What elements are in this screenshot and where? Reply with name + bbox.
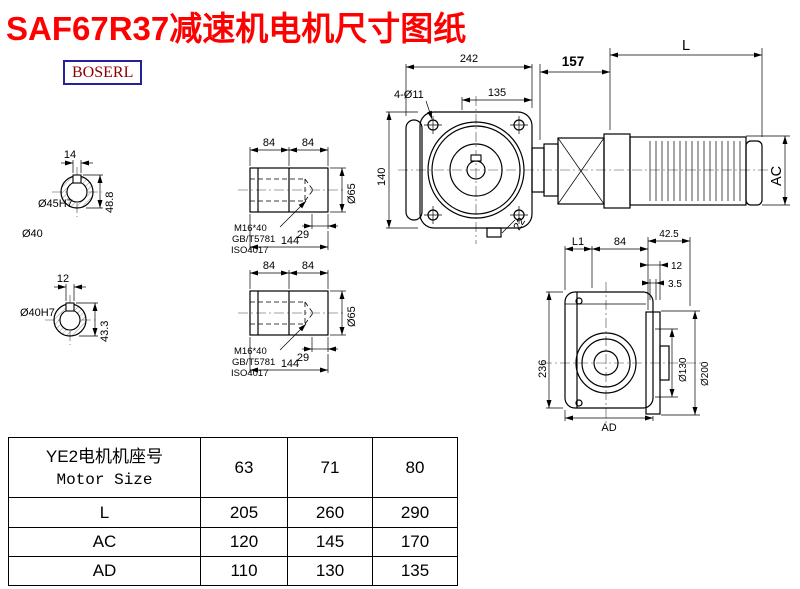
header-motor-size-cn: YE2电机机座号 — [45, 447, 164, 467]
thread-std-iso-1: ISO4017 — [231, 245, 269, 256]
dim-42-5: 42.5 — [659, 229, 679, 240]
shaft-end-view-2: 12 Ø40H7 43.3 — [20, 273, 111, 345]
dim-flange-width: 135 — [488, 87, 506, 99]
dim-len-total-1: 144 — [281, 235, 299, 247]
thread-callout-1: M16*40 — [234, 223, 267, 234]
dim-len-b-1: 84 — [302, 137, 314, 149]
table-row-AD: AD 110 130 135 — [8, 556, 458, 586]
row-AC-label: AC — [8, 527, 201, 557]
thread-std-iso-2: ISO4017 — [231, 368, 269, 379]
row-L-value-80: 290 — [372, 497, 458, 528]
hollow-shaft-view-1: 84 84 29 144 Ø65 M16*40 GB/T5781 ISO4017 — [231, 137, 358, 256]
frame-size-80: 80 — [372, 437, 458, 498]
row-L-value-63: 205 — [200, 497, 288, 528]
dim-len-total-2: 144 — [281, 358, 299, 370]
header-motor-size-en: Motor Size — [56, 470, 153, 489]
thread-callout-2: M16*40 — [234, 346, 267, 357]
header-motor-size-cell: YE2电机机座号 Motor Size — [8, 437, 201, 498]
thread-std-gb-1: GB/T5781 — [232, 234, 275, 245]
row-AD-value-71: 130 — [287, 556, 373, 586]
dim-side-84: 84 — [614, 236, 626, 248]
gearbox-front-view: 242 135 4-Ø11 140 22 — [376, 53, 772, 244]
row-AD-value-63: 110 — [200, 556, 288, 586]
dim-dia-130: Ø130 — [678, 357, 689, 382]
dim-key-width-2: 12 — [57, 273, 69, 285]
dim-dia-1: Ø65 — [346, 183, 358, 204]
shaft-end-view-1: 14 Ø45H7 48.8 Ø40 — [22, 149, 116, 240]
dim-dia-2: Ø65 — [346, 306, 358, 327]
table-row-AC: AC 120 145 170 — [8, 527, 458, 557]
dim-front-len-157: 157 — [562, 54, 585, 69]
dim-outer-1: Ø40 — [22, 228, 43, 240]
dim-L1: L1 — [572, 236, 584, 248]
row-AC-value-80: 170 — [372, 527, 458, 557]
frame-size-71: 71 — [287, 437, 373, 498]
row-L-value-71: 260 — [287, 497, 373, 528]
dim-len-c-2: 29 — [297, 352, 309, 364]
row-L-label: L — [8, 497, 201, 528]
row-AC-value-71: 145 — [287, 527, 373, 557]
motor-size-table: YE2电机机座号 Motor Size 63 71 80 L 205 260 2… — [8, 437, 458, 586]
dim-bore-1: Ø45H7 — [38, 198, 73, 210]
page-title: SAF67R37减速机电机尺寸图纸 — [6, 10, 467, 47]
dim-motor-length-L: L — [682, 38, 690, 54]
dim-3-5: 3.5 — [668, 279, 682, 290]
table-header-row: YE2电机机座号 Motor Size 63 71 80 — [8, 437, 458, 498]
dim-width-AD: AD — [601, 422, 616, 434]
dim-dia-200: Ø200 — [700, 361, 711, 386]
dimension-drawing: 14 Ø45H7 48.8 Ø40 12 Ø40H7 43.3 — [20, 38, 790, 434]
dim-overall-width: 242 — [460, 53, 478, 65]
dim-offset-22: 22 — [511, 216, 528, 233]
dim-len-a-2: 84 — [263, 260, 275, 272]
dim-bore-2: Ø40H7 — [20, 307, 55, 319]
dim-len-b-2: 84 — [302, 260, 314, 272]
thread-std-gb-2: GB/T5781 — [232, 357, 275, 368]
row-AD-label: AD — [8, 556, 201, 586]
dim-height-236: 236 — [537, 360, 549, 378]
hollow-shaft-view-2: 84 84 29 144 Ø65 M16*40 GB/T5781 ISO4017 — [231, 260, 358, 379]
dim-bolt-holes: 4-Ø11 — [394, 89, 424, 101]
dim-height-140: 140 — [376, 168, 388, 186]
motor-cooling-fins — [649, 141, 741, 201]
row-AD-value-80: 135 — [372, 556, 458, 586]
dim-key-width-1: 14 — [64, 149, 76, 161]
dim-len-a-1: 84 — [263, 137, 275, 149]
boserl-logo: BOSERL — [63, 60, 143, 86]
dim-12: 12 — [671, 261, 683, 272]
dim-motor-dia-AC: AC — [769, 166, 785, 186]
dim-key-height-1: 48.8 — [104, 192, 116, 213]
gearbox-side-view: L1 84 42.5 12 3.5 236 Ø130 Ø200 AD — [537, 229, 711, 434]
dim-key-height-2: 43.3 — [99, 321, 111, 342]
frame-size-63: 63 — [200, 437, 288, 498]
table-row-L: L 205 260 290 — [8, 497, 458, 528]
motor-side-view: 157 L AC — [531, 38, 790, 209]
dim-len-c-1: 29 — [297, 229, 309, 241]
row-AC-value-63: 120 — [200, 527, 288, 557]
bolt-holes — [424, 116, 528, 224]
